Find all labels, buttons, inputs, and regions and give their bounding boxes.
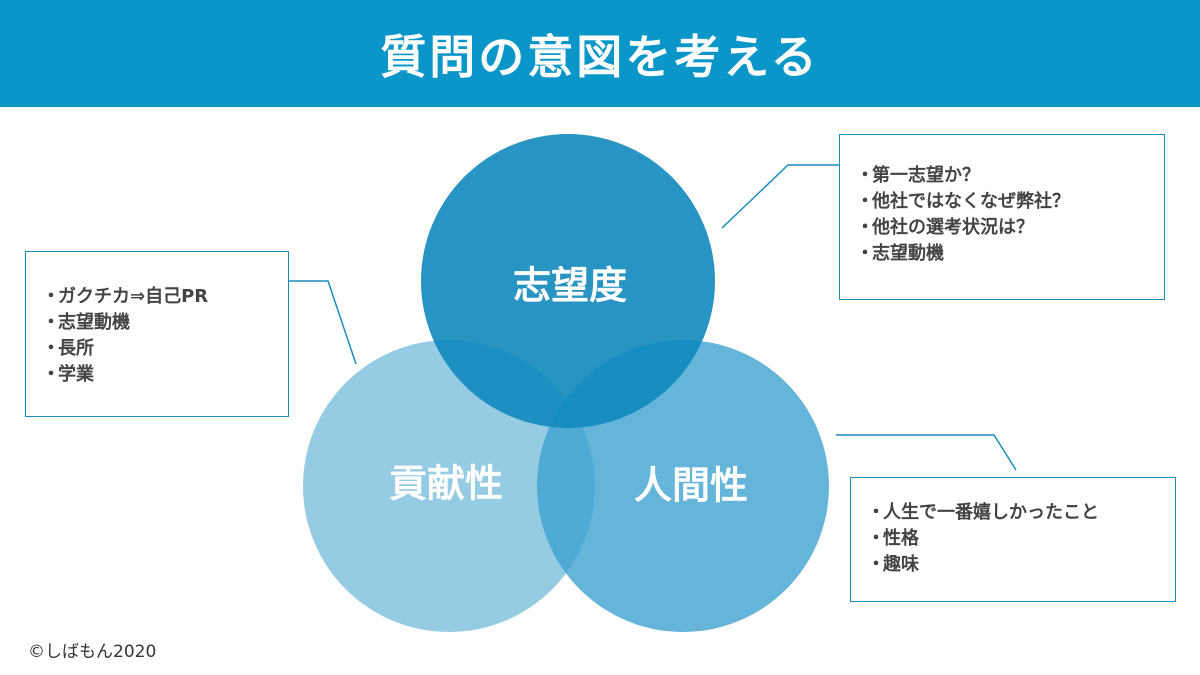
list-item: ・他社ではなくなぜ弊社？ bbox=[856, 191, 1070, 212]
title-banner: 質問の意図を考える bbox=[0, 0, 1200, 107]
list-item: ・性格 bbox=[867, 528, 919, 549]
list-item: ・長所 bbox=[42, 338, 94, 359]
circle-label-right: 人間性 bbox=[634, 464, 748, 508]
circle-label-top: 志望度 bbox=[513, 264, 627, 308]
page-title: 質問の意図を考える bbox=[380, 29, 820, 84]
note-box-bottom: ・人生で一番嬉しかったこと ・性格 ・趣味 bbox=[850, 477, 1176, 602]
connector-line-top bbox=[721, 164, 839, 229]
list-item: ・第一志望か？ bbox=[856, 165, 980, 186]
list-item: ・学業 bbox=[42, 364, 94, 385]
list-item: ・他社の選考状況は？ bbox=[856, 217, 1034, 238]
list-item: ・志望動機 bbox=[42, 312, 130, 333]
note-box-top: ・第一志望か？ ・他社ではなくなぜ弊社？ ・他社の選考状況は？ ・志望動機 bbox=[839, 134, 1165, 300]
list-item: ・趣味 bbox=[867, 554, 919, 575]
circle-label-left: 貢献性 bbox=[389, 462, 503, 506]
copyright-text: ©しばもん2020 bbox=[28, 642, 157, 662]
note-box-left: ・ガクチカ⇒自己PR ・志望動機 ・長所 ・学業 bbox=[25, 251, 289, 417]
connector-line-left bbox=[289, 280, 357, 365]
list-item: ・志望動機 bbox=[856, 243, 944, 264]
venn-circle-top bbox=[421, 134, 715, 428]
list-item: ・人生で一番嬉しかったこと bbox=[867, 502, 1099, 523]
list-item: ・ガクチカ⇒自己PR bbox=[42, 286, 209, 307]
connector-line-right bbox=[836, 434, 1017, 471]
